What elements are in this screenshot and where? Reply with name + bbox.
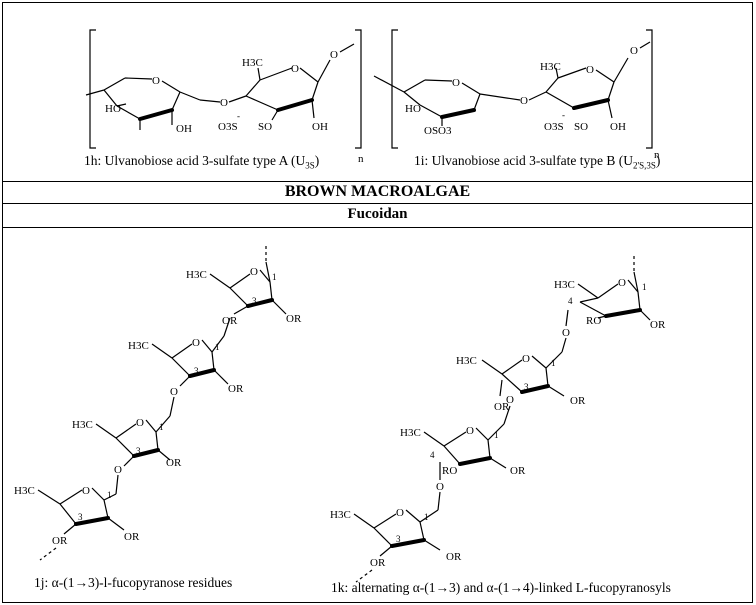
- ring-oxygen: O: [466, 425, 474, 437]
- row-divider: [2, 181, 753, 182]
- position-label: 1: [642, 282, 647, 292]
- ring-oxygen: O: [82, 485, 90, 497]
- hydroxyl-label: OH: [312, 121, 328, 133]
- position-label: 1: [107, 490, 112, 500]
- or-group-label: OR: [650, 319, 666, 331]
- methyl-label: H3C: [456, 355, 477, 367]
- ring-oxygen: O: [291, 63, 299, 75]
- position-label: 1: [551, 358, 556, 368]
- methyl-label: H3C: [128, 340, 149, 352]
- glycosidic-oxygen: O: [506, 394, 514, 406]
- row-divider: [2, 227, 753, 228]
- sulfate-label: O3S: [218, 121, 238, 133]
- bracket-left: [391, 29, 398, 149]
- position-label: 1: [272, 272, 277, 282]
- linking-oxygen: O: [630, 45, 638, 57]
- or-group-label: OR: [286, 313, 302, 325]
- position-label: 4: [568, 296, 573, 306]
- position-label: 3: [524, 382, 529, 392]
- glycosidic-oxygen: O: [114, 464, 122, 476]
- position-label: 3: [396, 534, 401, 544]
- bracket-right: [355, 29, 362, 149]
- section-heading-brown-macroalgae: BROWN MACROALGAE: [284, 183, 471, 200]
- row-divider: [2, 203, 753, 204]
- methyl-label: H3C: [72, 419, 93, 431]
- methyl-label: H3C: [554, 279, 575, 291]
- caption-1k: 1k: alternating α-(1→3) and α-(1→4)-link…: [331, 580, 671, 595]
- glycosidic-oxygen: O: [562, 327, 570, 339]
- or-group-label: OR: [124, 531, 140, 543]
- methyl-label: H3C: [330, 509, 351, 521]
- position-label: 3: [78, 512, 83, 522]
- sulfate-label: O3S: [544, 121, 564, 133]
- position-label: 1: [215, 342, 220, 352]
- methyl-label: H3C: [540, 61, 561, 73]
- hydroxyl-label: HO: [405, 103, 421, 115]
- or-group-label: OR: [494, 401, 510, 413]
- ring-oxygen: O: [152, 75, 160, 87]
- section-heading-fucoidan: Fucoidan: [347, 206, 408, 222]
- or-group-label: OR: [510, 465, 526, 477]
- ring-oxygen: O: [522, 353, 530, 365]
- hydroxyl-label: HO: [105, 103, 121, 115]
- charge-label: -: [237, 111, 240, 121]
- or-group-label: OR: [370, 557, 386, 569]
- sulfate-label: OSO3: [424, 125, 452, 137]
- or-group-label: OR: [570, 395, 586, 407]
- glycosidic-oxygen: O: [220, 97, 228, 109]
- hydroxyl-label: OH: [610, 121, 626, 133]
- position-label: 4: [430, 450, 435, 460]
- sulfate-label: SO: [574, 121, 588, 133]
- ring-oxygen: O: [586, 64, 594, 76]
- charge-label: -: [562, 110, 565, 120]
- bracket-right: [646, 29, 653, 149]
- position-label: 3: [252, 296, 257, 306]
- ring-oxygen: O: [618, 277, 626, 289]
- or-group-label: OR: [228, 383, 244, 395]
- ring-oxygen: O: [396, 507, 404, 519]
- ring-oxygen: O: [250, 266, 258, 278]
- hydroxyl-label: OH: [176, 123, 192, 135]
- methyl-label: H3C: [14, 485, 35, 497]
- glycosidic-oxygen: O: [520, 95, 528, 107]
- position-label: 3: [136, 446, 141, 456]
- position-label: 1: [494, 430, 499, 440]
- glycosidic-oxygen: O: [170, 386, 178, 398]
- glycosidic-oxygen: O: [436, 481, 444, 493]
- caption-1j: 1j: α-(1→3)-l-fucopyranose residues: [34, 575, 233, 590]
- methyl-label: H3C: [400, 427, 421, 439]
- ring-oxygen: O: [192, 337, 200, 349]
- repeat-n-label: n: [654, 149, 660, 161]
- or-group-label: RO: [586, 315, 601, 327]
- or-group-label: OR: [166, 457, 182, 469]
- position-label: 3: [194, 366, 199, 376]
- ring-oxygen: O: [136, 417, 144, 429]
- repeat-n-label: n: [358, 153, 364, 165]
- sulfate-label: SO: [258, 121, 272, 133]
- caption-1h: 1h: Ulvanobiose acid 3-sulfate type A (U…: [84, 153, 320, 171]
- or-group-label: OR: [446, 551, 462, 563]
- methyl-label: H3C: [242, 57, 263, 69]
- position-label: 1: [424, 512, 429, 522]
- or-group-label: OR: [52, 535, 68, 547]
- methyl-label: H3C: [186, 269, 207, 281]
- ring-oxygen: O: [452, 77, 460, 89]
- or-group-label: RO: [442, 465, 457, 477]
- linking-oxygen: O: [330, 49, 338, 61]
- or-group-label: OR: [222, 315, 238, 327]
- position-label: 1: [159, 422, 164, 432]
- bracket-left: [89, 29, 96, 149]
- caption-1i: 1i: Ulvanobiose acid 3-sulfate type B (U…: [414, 153, 661, 171]
